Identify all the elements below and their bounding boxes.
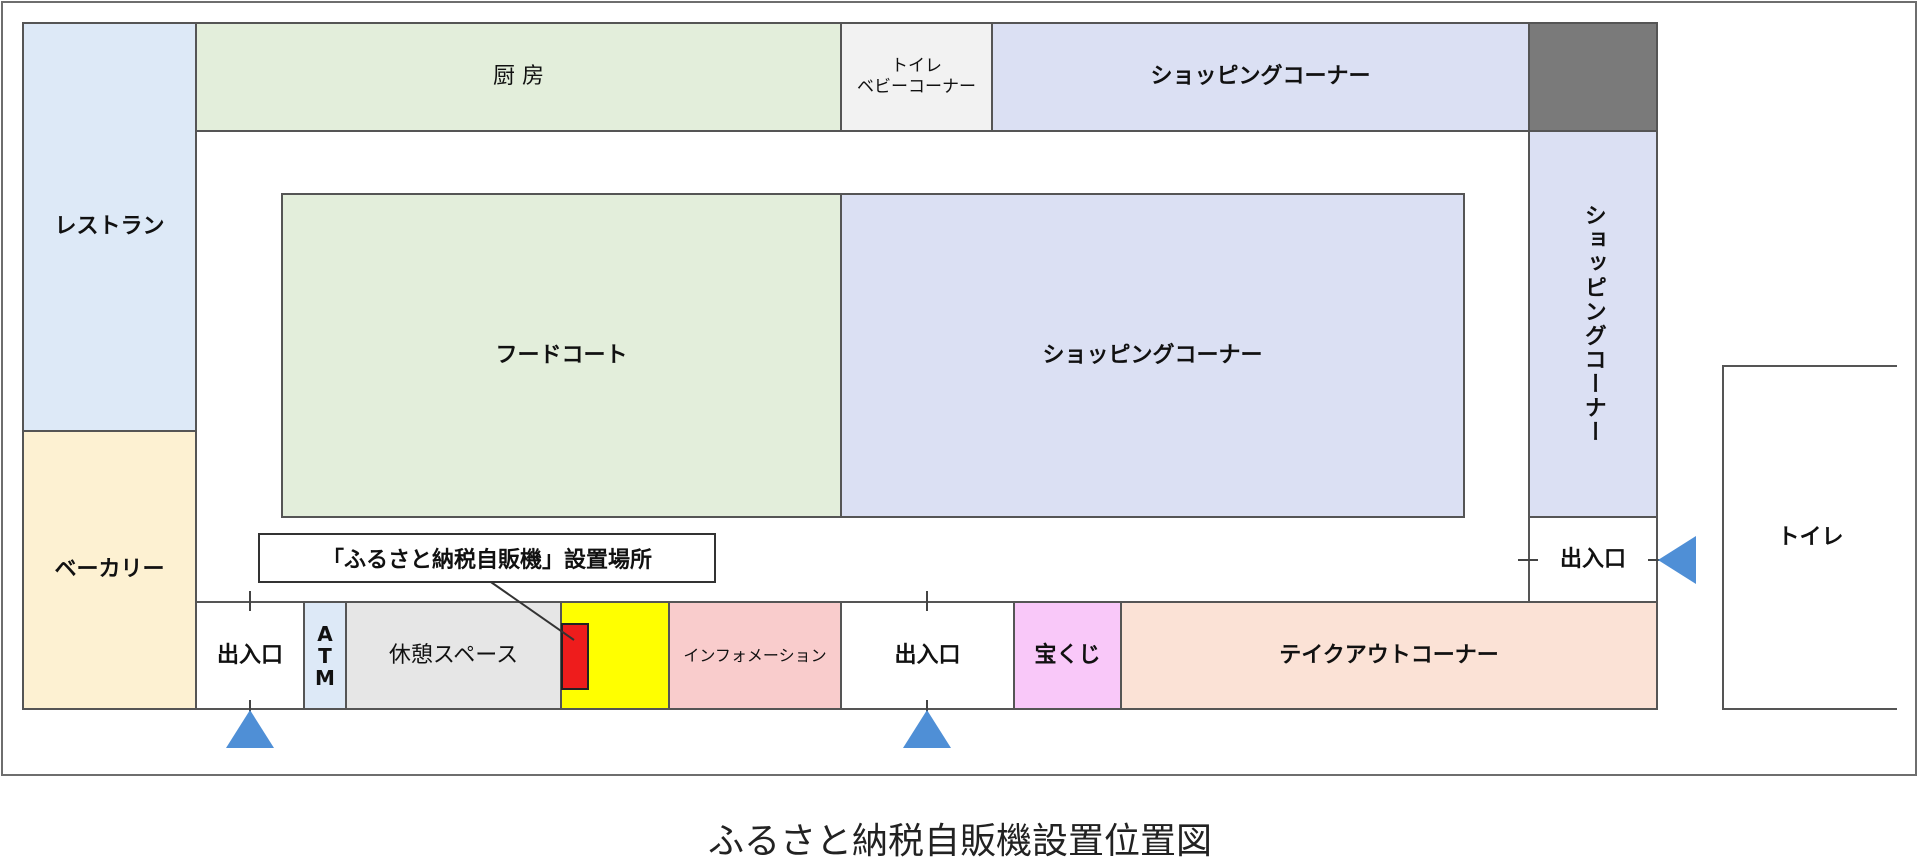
food-court-area: フードコート	[281, 193, 842, 518]
toilet-label: トイレ	[891, 55, 942, 76]
entrance-left-triangle	[226, 710, 274, 748]
information-label: インフォメーション	[683, 645, 827, 665]
lottery-label: 宝くじ	[1034, 642, 1101, 668]
restaurant-label: レストラン	[54, 214, 165, 240]
shopping-corner-center-label: ショッピングコーナー	[1042, 342, 1263, 368]
entrance-right-triangle	[1658, 536, 1696, 584]
rest-space-area: 休憩スペース	[345, 601, 562, 710]
shopping-corner-side-area: ショッピングコーナー	[1528, 130, 1658, 518]
entrance-right-door-tick-left	[1518, 559, 1538, 561]
shopping-corner-top-area: ショッピングコーナー	[991, 22, 1530, 132]
figure-caption: ふるさと納税自販機設置位置図	[707, 821, 1212, 862]
rest-space-label: 休憩スペース	[388, 642, 519, 668]
entrance-left-label: 出入口	[216, 642, 283, 668]
dark-block	[1528, 22, 1658, 132]
vending-location-callout-text: 「ふるさと納税自販機」設置場所	[321, 548, 652, 573]
takeout-corner-label: テイクアウトコーナー	[1279, 642, 1499, 668]
kitchen-label: 厨 房	[493, 64, 544, 90]
toilet-outside-label: トイレ	[1777, 524, 1844, 550]
atm-letter-a: A	[317, 621, 333, 646]
atm-letter-m: M	[315, 665, 335, 690]
entrance-middle-triangle	[903, 710, 951, 748]
atm-letter-t: T	[318, 643, 332, 668]
entrance-right-label: 出入口	[1559, 547, 1626, 573]
takeout-corner-area: テイクアウトコーナー	[1120, 601, 1658, 710]
vending-location-callout: 「ふるさと納税自販機」設置場所	[258, 533, 716, 583]
entrance-middle-area: 出入口	[840, 601, 1015, 710]
food-court-label: フードコート	[495, 342, 628, 368]
shopping-corner-top-label: ショッピングコーナー	[1150, 64, 1371, 90]
kitchen-area: 厨 房	[195, 22, 842, 132]
bakery-label: ベーカリー	[54, 557, 165, 583]
entrance-left-door-tick-top	[249, 591, 251, 611]
bakery-area: ベーカリー	[22, 430, 197, 710]
entrance-right-area: 出入口	[1528, 516, 1658, 604]
toilet-baby-corner-area: トイレ ベビーコーナー	[840, 22, 993, 132]
entrance-middle-door-tick-top	[926, 591, 928, 611]
floor-plan-frame	[1, 1, 1917, 776]
information-area: インフォメーション	[668, 601, 842, 710]
entrance-middle-label: 出入口	[894, 642, 961, 668]
toilet-outside-area: トイレ	[1722, 365, 1897, 710]
shopping-corner-center-area: ショッピングコーナー	[840, 193, 1465, 518]
baby-corner-label: ベビーコーナー	[857, 77, 976, 97]
shopping-corner-side-label: ショッピングコーナー	[1580, 204, 1606, 444]
entrance-left-area: 出入口	[195, 601, 305, 710]
lottery-area: 宝くじ	[1013, 601, 1122, 710]
callout-leader-line	[487, 579, 575, 641]
